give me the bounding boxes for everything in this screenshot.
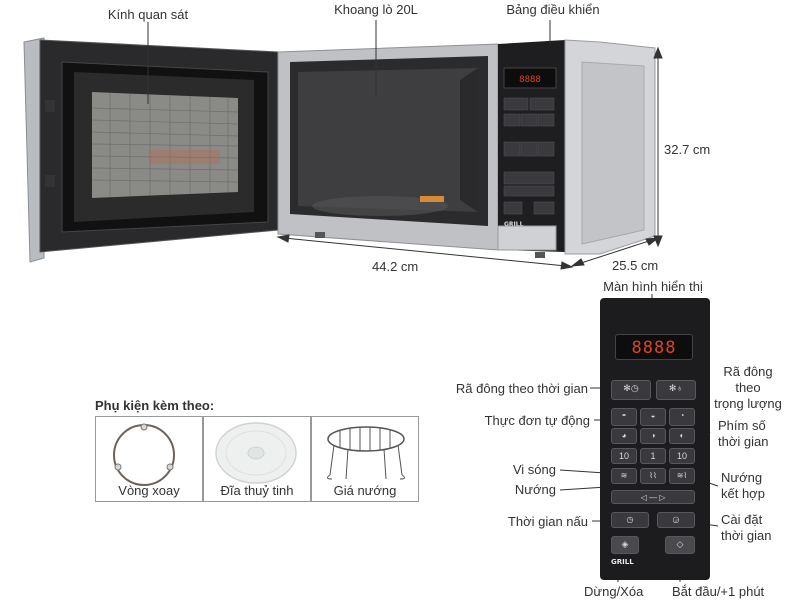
defrost-weight-icon: ✻♁ (668, 383, 684, 393)
label-combo: Nướng kết hợp (721, 470, 765, 501)
accessories-title: Phụ kiện kèm theo: (95, 398, 215, 413)
label-defrost-time: Rã đông theo thời gian (455, 381, 588, 396)
auto-menu-button-4[interactable]: ◕ (611, 428, 637, 444)
auto-menu-button-2[interactable]: ◒ (640, 408, 666, 426)
display-digits: 8888 (631, 338, 677, 358)
label-display: Màn hình hiển thị (603, 279, 703, 294)
defrost-time-icon: ✻◷ (623, 383, 639, 393)
dish-icon: ◓ (621, 411, 627, 420)
label-number-keys: Phím số thời gian (718, 418, 769, 449)
clock-icon: ◶ (672, 515, 680, 524)
dish-icon: ◒ (650, 411, 656, 420)
stop-icon: ◈ (621, 539, 629, 549)
number-key-3[interactable]: 10 (669, 448, 695, 464)
oven-body: 8888 GRILL (277, 39, 656, 258)
stop-clear-button[interactable]: ◈ (611, 536, 639, 554)
label-cook-time: Thời gian nấu (507, 514, 588, 529)
accessory-glass-plate: Đĩa thuỷ tinh (203, 416, 311, 502)
number-key-label: 10 (618, 451, 629, 461)
svg-text:GRILL: GRILL (504, 221, 524, 228)
label-set-time: Cài đặt thời gian (721, 512, 772, 543)
timer-icon: ◷ (626, 515, 634, 524)
set-time-button[interactable]: ◶ (657, 512, 695, 528)
callout-cavity: Khoang lò 20L (334, 2, 418, 17)
dimension-lines (276, 46, 663, 270)
dimension-height: 32.7 cm (664, 142, 711, 157)
dish-icon: ◕ (621, 431, 627, 440)
grill-button[interactable]: ⌇⌇ (640, 468, 666, 484)
label-microwave: Vi sóng (512, 462, 556, 477)
dish-icon: ◑ (650, 431, 656, 440)
brand-grill-label: GRILL (611, 558, 634, 566)
accessory-grill-rack: Giá nướng (311, 416, 419, 502)
grill-icon: ⌇⌇ (649, 471, 657, 480)
display-screen: 8888 (615, 334, 693, 360)
open-door (23, 37, 279, 263)
callout-window: Kính quan sát (107, 7, 189, 22)
label-start: Bắt đầu/+1 phút (672, 584, 765, 599)
microwave-icon: ≋ (620, 471, 628, 480)
label-grill: Nướng (514, 482, 556, 497)
label-defrost-weight: Rã đông theo trọng lượng (714, 364, 782, 411)
cook-time-button[interactable]: ◷ (611, 512, 649, 528)
number-key-label: 10 (676, 451, 687, 461)
combo-button[interactable]: ≋⌇ (669, 468, 695, 484)
label-stop-clear: Dừng/Xóa (584, 584, 644, 599)
adjust-strip[interactable]: ◁ — ▷ (611, 490, 695, 504)
dish-icon: ◔ (679, 411, 685, 420)
microwave-button[interactable]: ≋ (611, 468, 637, 484)
minus-plus-icon: ◁ — ▷ (640, 493, 666, 502)
label-auto-menu: Thực đơn tự động (484, 413, 590, 428)
dimension-width: 44.2 cm (372, 259, 419, 274)
oven-cavity (298, 68, 478, 212)
dimension-depth: 25.5 cm (612, 258, 659, 273)
auto-menu-button-6[interactable]: ◐ (669, 428, 695, 444)
defrost-weight-button[interactable]: ✻♁ (656, 380, 696, 400)
combo-icon: ≋⌇ (676, 471, 688, 480)
roller-ring-icon (113, 423, 175, 486)
start-button[interactable]: ◇ (665, 536, 695, 554)
number-key-label: 1 (650, 451, 656, 461)
number-key-2[interactable]: 1 (640, 448, 666, 464)
glass-plate-icon (215, 422, 297, 484)
grill-rack-icon (326, 426, 406, 480)
defrost-time-button[interactable]: ✻◷ (611, 380, 651, 400)
accessory-roller-ring: Vòng xoay (95, 416, 203, 502)
dish-icon: ◐ (679, 431, 685, 440)
auto-menu-button-5[interactable]: ◑ (640, 428, 666, 444)
svg-text:8888: 8888 (519, 75, 541, 85)
auto-menu-button-1[interactable]: ◓ (611, 408, 637, 426)
accessory-label: Đĩa thuỷ tinh (220, 483, 294, 498)
accessory-label: Vòng xoay (118, 483, 180, 498)
auto-menu-button-3[interactable]: ◔ (669, 408, 695, 426)
start-icon: ◇ (676, 539, 684, 549)
callout-control-panel: Bảng điều khiển (506, 2, 600, 17)
accessory-label: Giá nướng (333, 483, 397, 498)
number-key-1[interactable]: 10 (611, 448, 637, 464)
